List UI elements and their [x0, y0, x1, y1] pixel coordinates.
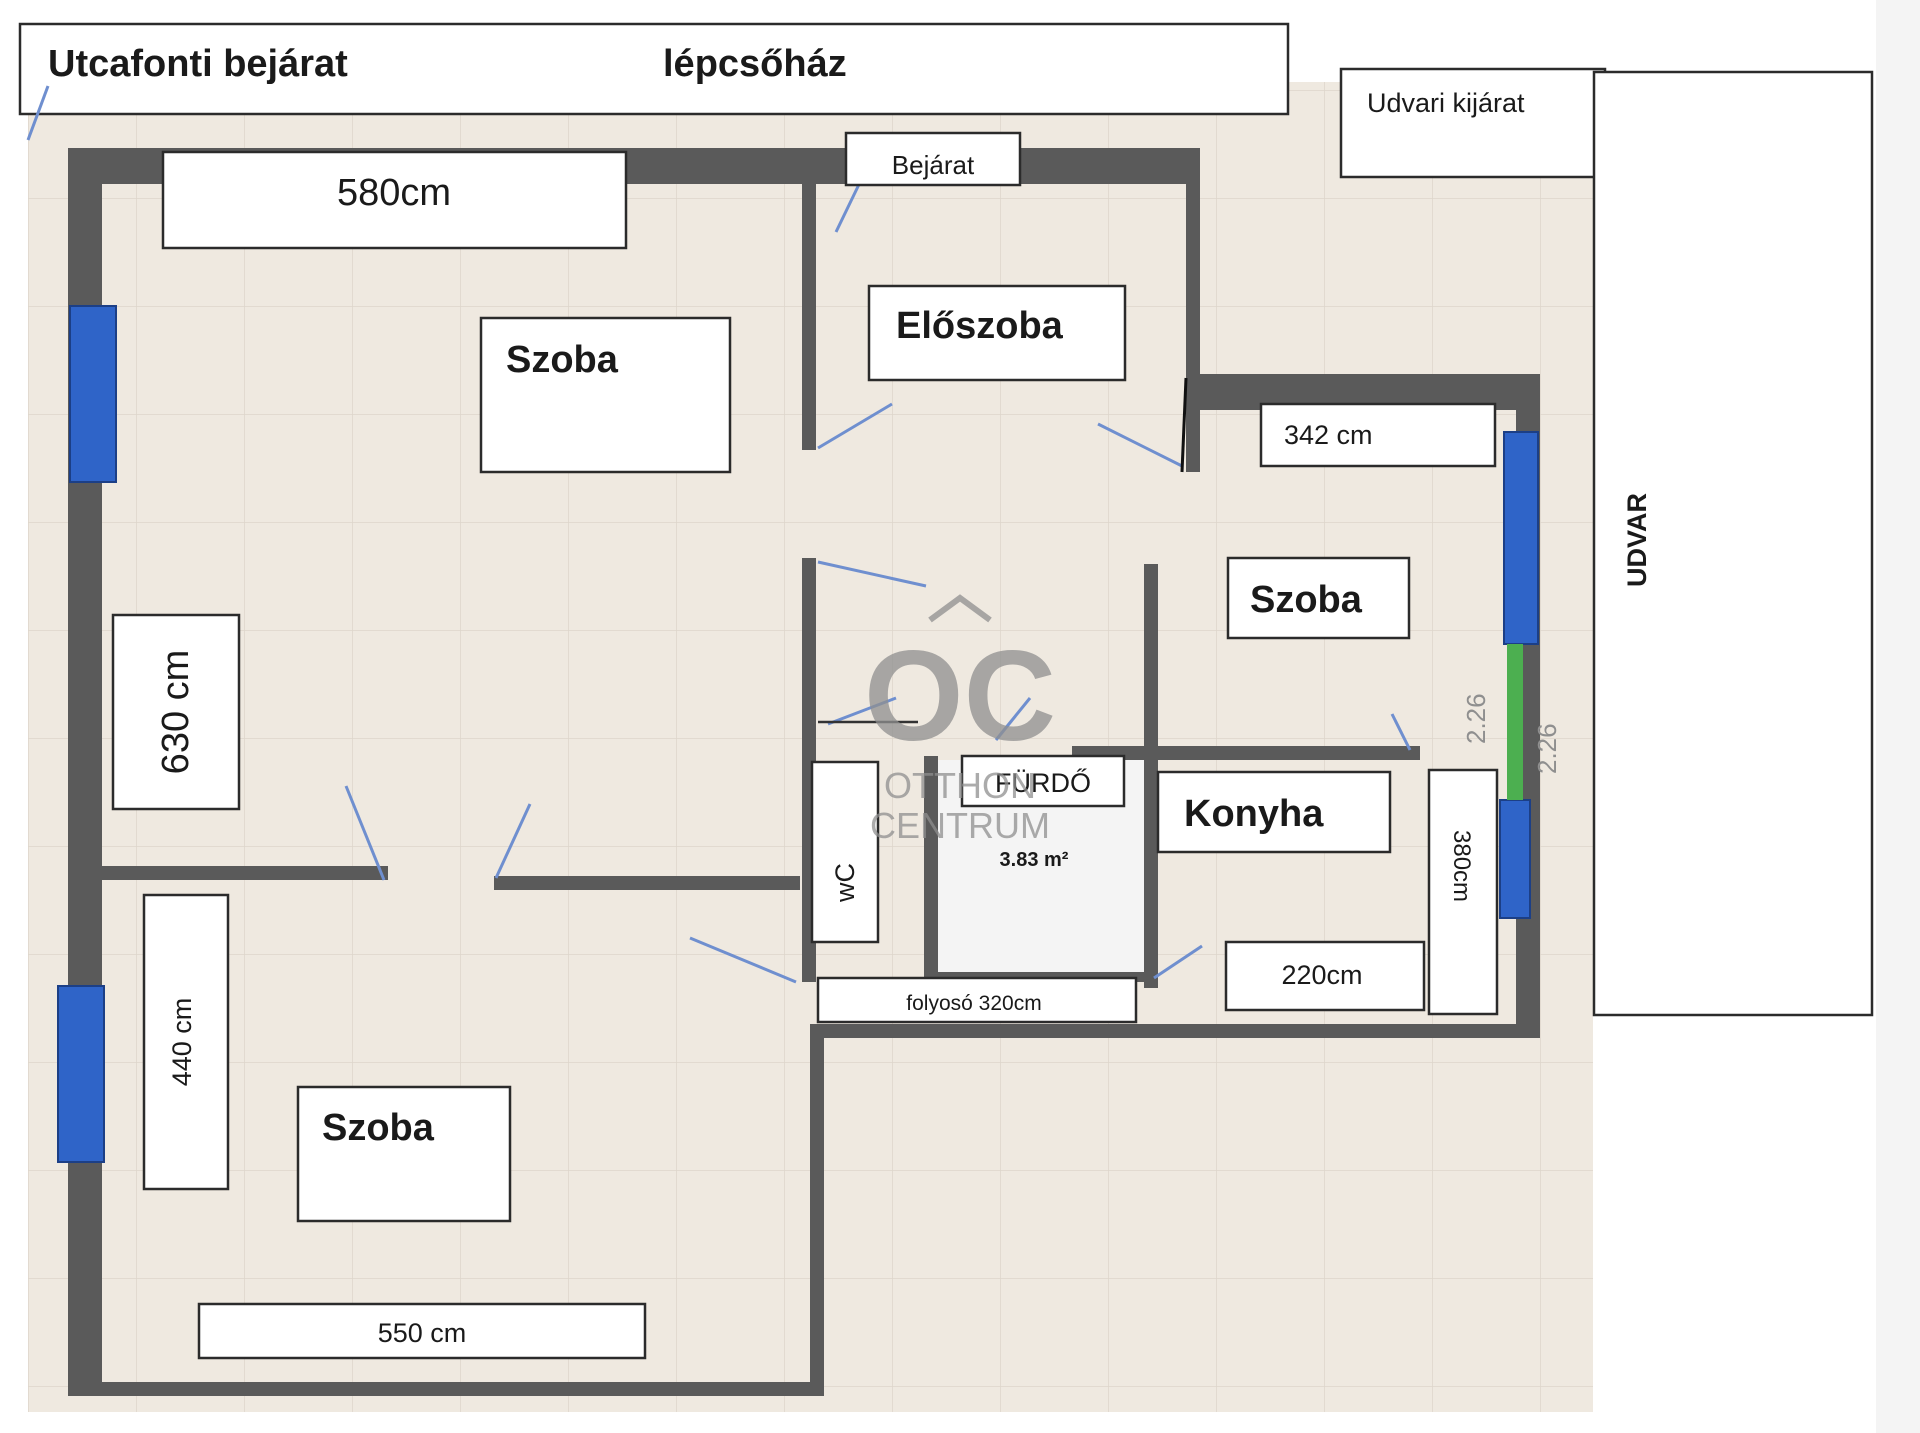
furdo-area: 3.83 m² [1000, 849, 1069, 871]
window-right-top [1503, 431, 1539, 645]
dimension-380: 380cm [1448, 830, 1475, 902]
door-swings [344, 173, 1412, 984]
dimension-220: 220cm [1281, 960, 1362, 990]
dimension-342: 342 cm [1284, 420, 1373, 450]
yard-box [1592, 70, 1874, 1017]
window-dimension-b: 2.26 [1532, 723, 1562, 774]
room-label-wc: wC [830, 863, 860, 903]
window-left-bottom [57, 985, 105, 1163]
street-entrance-door [26, 85, 50, 141]
dimension-box-380 [1427, 768, 1499, 1016]
dimension-box-342 [1259, 402, 1497, 468]
dimension-box-440 [142, 893, 230, 1191]
watermark-line2: CENTRUM [870, 805, 1050, 846]
room-label-furdo: FÜRDŐ [995, 767, 1091, 798]
balcony-door [1507, 644, 1523, 800]
dimension-box-220 [1224, 940, 1426, 1012]
window-dimension-a: 2.26 [1461, 693, 1491, 744]
room-box-szoba-1 [479, 316, 732, 474]
window-left-top [69, 305, 117, 483]
room-label-szoba-3: Szoba [1250, 579, 1363, 621]
wc-box [810, 760, 880, 944]
staircase-label: lépcsőház [663, 43, 847, 85]
yard-label: UDVAR [1622, 493, 1652, 587]
yard-exit-label: Udvari kijárat [1367, 88, 1525, 118]
furdo-box [960, 754, 1126, 808]
dimension-box-550 [197, 1302, 647, 1360]
dimension-box-580 [161, 150, 628, 250]
room-label-szoba-1: Szoba [506, 339, 619, 381]
entrance-divider [1180, 377, 1188, 473]
room-box-konyha [1156, 770, 1392, 854]
corridor-box [816, 976, 1138, 1024]
entrance-label: Bejárat [892, 150, 975, 180]
right-margin [1876, 0, 1920, 1433]
room-label-eloszoba: Előszoba [896, 305, 1064, 347]
window-right-bottom [1499, 799, 1531, 919]
dimension-550: 550 cm [378, 1318, 467, 1348]
watermark: OC OTTHON CENTRUM [864, 594, 1056, 846]
room-label-konyha: Konyha [1184, 793, 1324, 835]
room-box-szoba-3 [1226, 556, 1411, 640]
watermark-line1: OTTHON [884, 765, 1036, 806]
street-entrance-label: Utcafonti bejárat [48, 43, 348, 85]
yard-exit-box [1339, 67, 1607, 179]
dimension-630: 630 cm [155, 650, 197, 775]
watermark-logo: OC [864, 625, 1056, 768]
dimension-box-630 [111, 613, 241, 811]
watermark-roof-icon [928, 594, 992, 623]
dimension-580: 580cm [337, 172, 451, 214]
entrance-box [844, 131, 1022, 187]
dimension-440: 440 cm [167, 998, 197, 1087]
room-box-szoba-2 [296, 1085, 512, 1223]
room-box-eloszoba [867, 284, 1127, 382]
room-label-szoba-2: Szoba [322, 1107, 435, 1149]
corridor-label: folyosó 320cm [906, 992, 1041, 1015]
header-box [18, 22, 1290, 116]
